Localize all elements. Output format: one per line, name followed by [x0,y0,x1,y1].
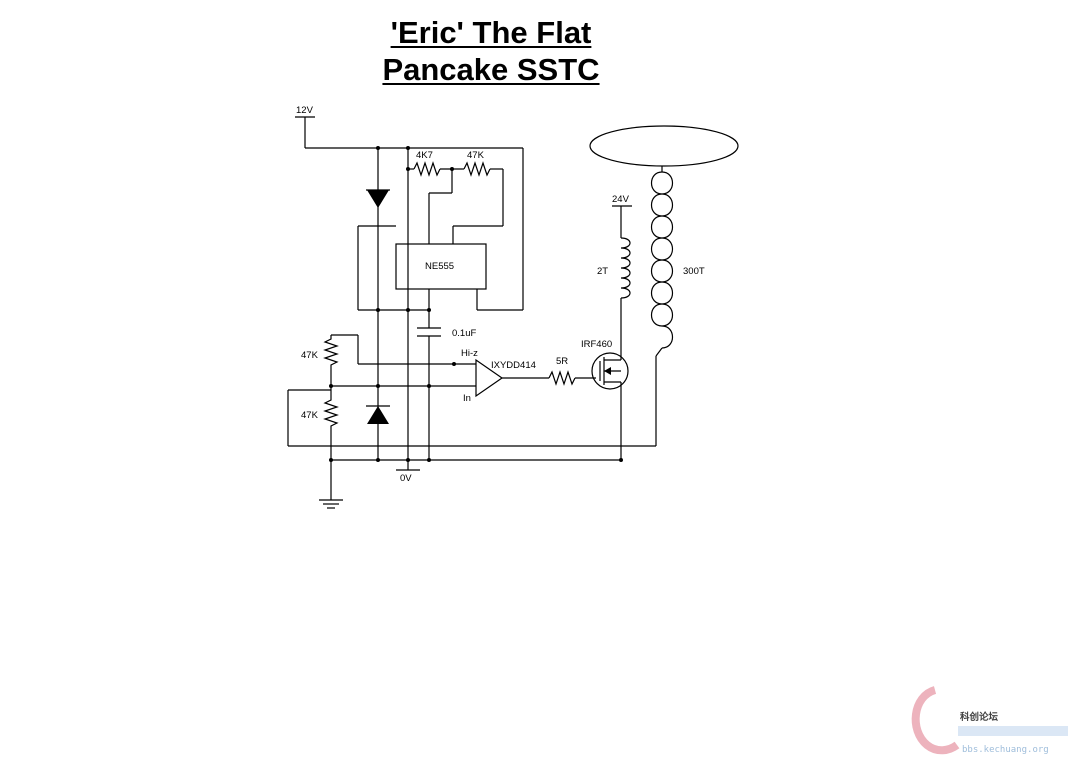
primary-coil: 2T [597,237,631,340]
resistor-47k-top: 47K [301,335,339,386]
supply-24v: 24V [612,194,632,207]
top-load-toroid [589,125,739,167]
watermark-logo-text: 科创论坛 [960,711,999,723]
label-ixydd414: IXYDD414 [491,360,536,371]
resistor-47k-timing: 47K [452,150,504,244]
diode-bottom [366,405,390,424]
diagram-title: 'Eric' The Flat Pancake SSTC [360,14,622,88]
watermark-url: bbs.kechuang.org [962,745,1049,755]
resistor-5r: 5R [502,356,596,386]
label-in: In [463,393,471,404]
label-irf460: IRF460 [581,339,612,350]
label-47k-top: 47K [301,350,319,361]
ground-0v: 0V [396,460,420,484]
driver-ixydd414: Hi-z In IXYDD414 [461,348,536,404]
label-cap: 0.1uF [452,328,476,339]
label-24v: 24V [612,194,630,205]
capacitor-0-1uf: 0.1uF [417,310,476,460]
resistor-4k7: 4K7 [408,150,462,177]
ground-symbol [319,499,343,509]
label-4k7: 4K7 [416,150,433,161]
supply-12v: 12V [295,105,315,148]
label-47k-timing: 47K [467,150,485,161]
watermark-logo: 科创论坛 bbs.kechuang.org [911,686,1068,755]
mosfet-irf460: IRF460 [581,339,629,460]
ic-ne555: NE555 [395,243,487,290]
title-line-1: 'Eric' The Flat [390,15,592,50]
junction-dots [329,146,623,462]
title-line-2: Pancake SSTC [382,52,600,87]
label-5r: 5R [556,356,568,367]
label-0v: 0V [400,473,412,484]
label-12v: 12V [296,105,314,116]
label-47k-bottom: 47K [301,410,319,421]
label-300t: 300T [683,266,705,277]
secondary-coil: 300T [650,166,705,446]
label-ne555: NE555 [425,261,454,272]
label-hiz: Hi-z [461,348,478,359]
label-2t: 2T [597,266,608,277]
resistor-47k-bottom: 47K [301,386,339,460]
